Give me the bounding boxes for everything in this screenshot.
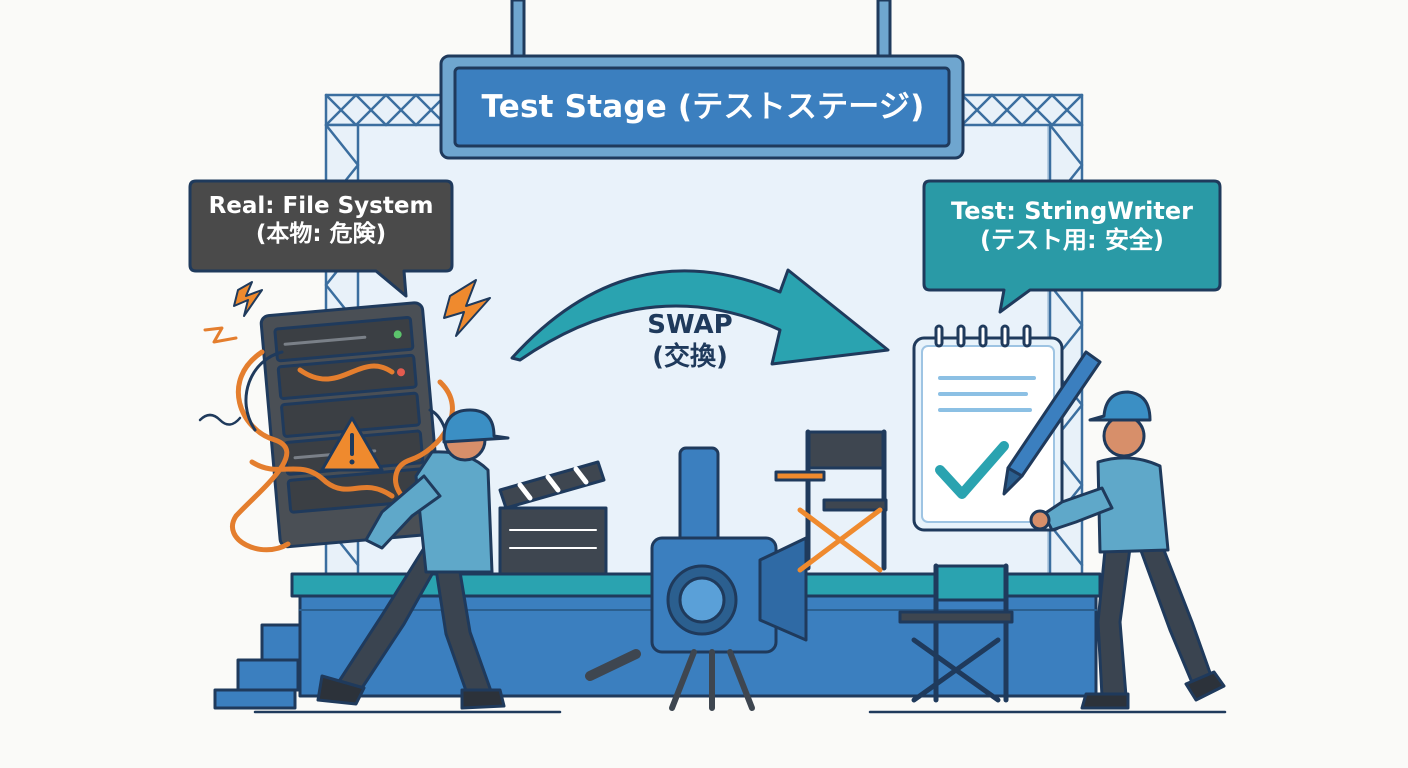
rigging-poles bbox=[510, 0, 892, 60]
test-bubble-line2: (テスト用: 安全) bbox=[980, 226, 1164, 255]
stage-sign bbox=[439, 54, 965, 160]
directors-chair-small-icon bbox=[898, 563, 1014, 703]
warning-icon bbox=[320, 416, 384, 472]
real-bubble-line1: Real: File System bbox=[208, 193, 434, 219]
swap-label-line1: SWAP bbox=[647, 310, 733, 340]
swap-label-line2: (交換) bbox=[652, 341, 728, 372]
real-bubble-line2: (本物: 危険) bbox=[255, 221, 387, 248]
swap-label: SWAP (交換) bbox=[620, 310, 760, 373]
stair-step-3 bbox=[260, 623, 302, 662]
real-bubble-label: Real: File System (本物: 危険) bbox=[190, 192, 452, 248]
camera-icon bbox=[585, 446, 808, 711]
stair-step-1 bbox=[213, 688, 297, 710]
test-bubble-shape bbox=[922, 179, 1222, 314]
worker-left bbox=[316, 408, 510, 710]
hard-hat-icon bbox=[442, 408, 510, 444]
pen-icon bbox=[1002, 350, 1102, 496]
test-bubble-line1: Test: StringWriter bbox=[951, 197, 1193, 225]
checkmark-icon bbox=[935, 441, 1009, 499]
stage-sign-label: Test Stage (テストステージ) bbox=[481, 89, 925, 126]
stair-step-2 bbox=[236, 658, 300, 692]
real-bubble-shape bbox=[188, 179, 454, 298]
worker-right bbox=[1029, 390, 1226, 710]
clapperboard-icon bbox=[498, 460, 608, 576]
lightning-icon bbox=[198, 279, 491, 426]
directors-chair-icon bbox=[774, 429, 888, 573]
swap-arrow-icon bbox=[510, 268, 890, 366]
hard-hat-icon bbox=[1088, 390, 1152, 422]
test-bubble-label: Test: StringWriter (テスト用: 安全) bbox=[924, 197, 1220, 256]
